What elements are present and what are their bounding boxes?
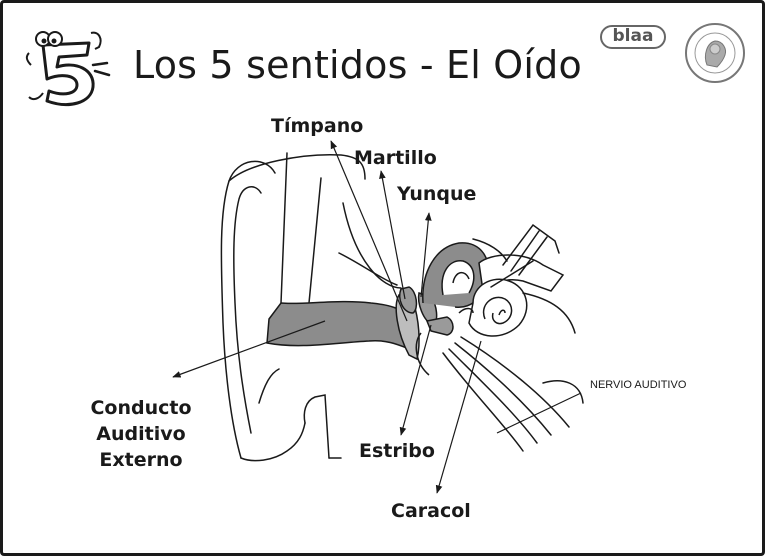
label-martillo: Martillo bbox=[354, 147, 437, 169]
caracol-leader bbox=[435, 340, 482, 494]
martillo-leader bbox=[379, 170, 406, 300]
label-yunque: Yunque bbox=[397, 183, 477, 205]
label-conducto: Conducto Auditivo Externo bbox=[81, 395, 201, 473]
leader-lines bbox=[172, 140, 582, 494]
bank-seal bbox=[685, 23, 745, 83]
estribo-leader bbox=[399, 324, 432, 436]
timpano-leader bbox=[330, 140, 408, 322]
blaa-logo: blaa bbox=[600, 25, 666, 49]
outer-ear bbox=[220, 152, 402, 462]
ear-diagram bbox=[25, 23, 745, 494]
auditory-nerve bbox=[338, 223, 584, 452]
yunque-leader bbox=[420, 212, 432, 298]
label-conducto-line2: Auditivo bbox=[96, 423, 186, 445]
label-conducto-line3: Externo bbox=[99, 449, 183, 471]
ear-canal bbox=[266, 300, 417, 353]
label-nervio-auditivo: NERVIO AUDITIVO bbox=[590, 379, 687, 391]
mascot-logo bbox=[25, 31, 111, 106]
nervio-leader bbox=[496, 392, 582, 434]
label-conducto-line1: Conducto bbox=[90, 397, 192, 419]
conducto-leader bbox=[172, 320, 326, 378]
label-timpano: Tímpano bbox=[271, 115, 364, 137]
label-caracol: Caracol bbox=[391, 500, 471, 522]
page-title: Los 5 sentidos - El Oído bbox=[133, 43, 582, 87]
label-estribo: Estribo bbox=[359, 440, 435, 462]
